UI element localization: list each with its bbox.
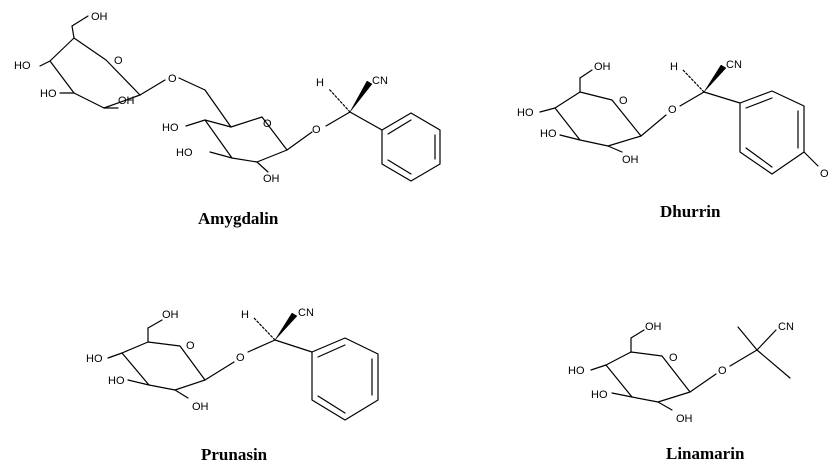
amygdalin-oh-ch2: OH — [91, 11, 108, 23]
amygdalin-wedge-bond — [349, 80, 373, 113]
dhurrin-glycosidic-oxygen: O — [668, 104, 677, 116]
linamarin-structure: OH HO HO OH O O CN Linamarin — [568, 321, 794, 463]
prunasin-ring-oxygen: O — [186, 340, 195, 352]
amygdalin-ho-c4b: HO — [162, 122, 179, 134]
linamarin-name: Linamarin — [666, 444, 745, 463]
amygdalin-oh-c2b: OH — [263, 173, 280, 185]
amygdalin-ring-oxygen-2: O — [263, 118, 272, 130]
amygdalin-nitrile: CN — [372, 75, 388, 87]
prunasin-benzene-ring — [311, 337, 379, 421]
dhurrin-structure: OH HO HO OH O O H CN O Dhurrin — [517, 59, 829, 221]
prunasin-glycosidic-oxygen: O — [236, 352, 245, 364]
dhurrin-nitrile: CN — [726, 59, 742, 71]
dhurrin-wedge-bond — [703, 64, 727, 93]
dhurrin-glucose-ring — [554, 91, 642, 147]
prunasin-hydrogen: H — [241, 309, 249, 321]
dhurrin-oh-ch2: OH — [594, 61, 611, 73]
amygdalin-link-oxygen: O — [168, 73, 177, 85]
linamarin-ho-c3: HO — [591, 389, 608, 401]
amygdalin-ho-c3b: HO — [176, 147, 193, 159]
linamarin-ho-c4: HO — [568, 365, 585, 377]
amygdalin-hydrogen: H — [316, 77, 324, 89]
dhurrin-name: Dhurrin — [660, 202, 721, 221]
amygdalin-name: Amygdalin — [198, 209, 279, 228]
dhurrin-oh-c2: OH — [622, 154, 639, 166]
dhurrin-hydrogen: H — [670, 61, 678, 73]
prunasin-ho-c3: HO — [108, 375, 125, 387]
linamarin-glycosidic-oxygen: O — [718, 365, 727, 377]
amygdalin-glucose2-ring — [204, 116, 288, 163]
prunasin-nitrile: CN — [298, 307, 314, 319]
linamarin-ring-oxygen: O — [669, 352, 678, 364]
prunasin-oh-c2: OH — [192, 401, 209, 413]
prunasin-name: Prunasin — [201, 445, 268, 464]
prunasin-ho-c4: HO — [86, 353, 103, 365]
dhurrin-ho-c3: HO — [540, 128, 557, 140]
amygdalin-ho-c4: HO — [14, 60, 31, 72]
linamarin-nitrile: CN — [778, 321, 794, 333]
amygdalin-ring-oxygen-1: O — [114, 55, 123, 67]
dhurrin-ho-c4: HO — [517, 107, 534, 119]
linamarin-oh-ch2: OH — [645, 321, 662, 333]
dhurrin-ring-oxygen: O — [619, 95, 628, 107]
prunasin-wedge-bond — [274, 312, 298, 341]
amygdalin-ho-c3: HO — [40, 88, 57, 100]
amygdalin-benzene-ring — [381, 112, 441, 182]
prunasin-structure: OH HO HO OH O O H CN Prunasin — [86, 307, 379, 464]
amygdalin-glycosidic-oxygen: O — [312, 124, 321, 136]
amygdalin-oh-c2: OH — [118, 95, 135, 107]
prunasin-oh-ch2: OH — [162, 309, 179, 321]
dhurrin-benzene-ring — [739, 90, 805, 175]
linamarin-oh-c2: OH — [676, 413, 693, 425]
dhurrin-para-oxygen: O — [820, 168, 829, 180]
amygdalin-structure: OH HO HO OH O O O HO HO OH O H CN Amygda… — [14, 11, 441, 228]
